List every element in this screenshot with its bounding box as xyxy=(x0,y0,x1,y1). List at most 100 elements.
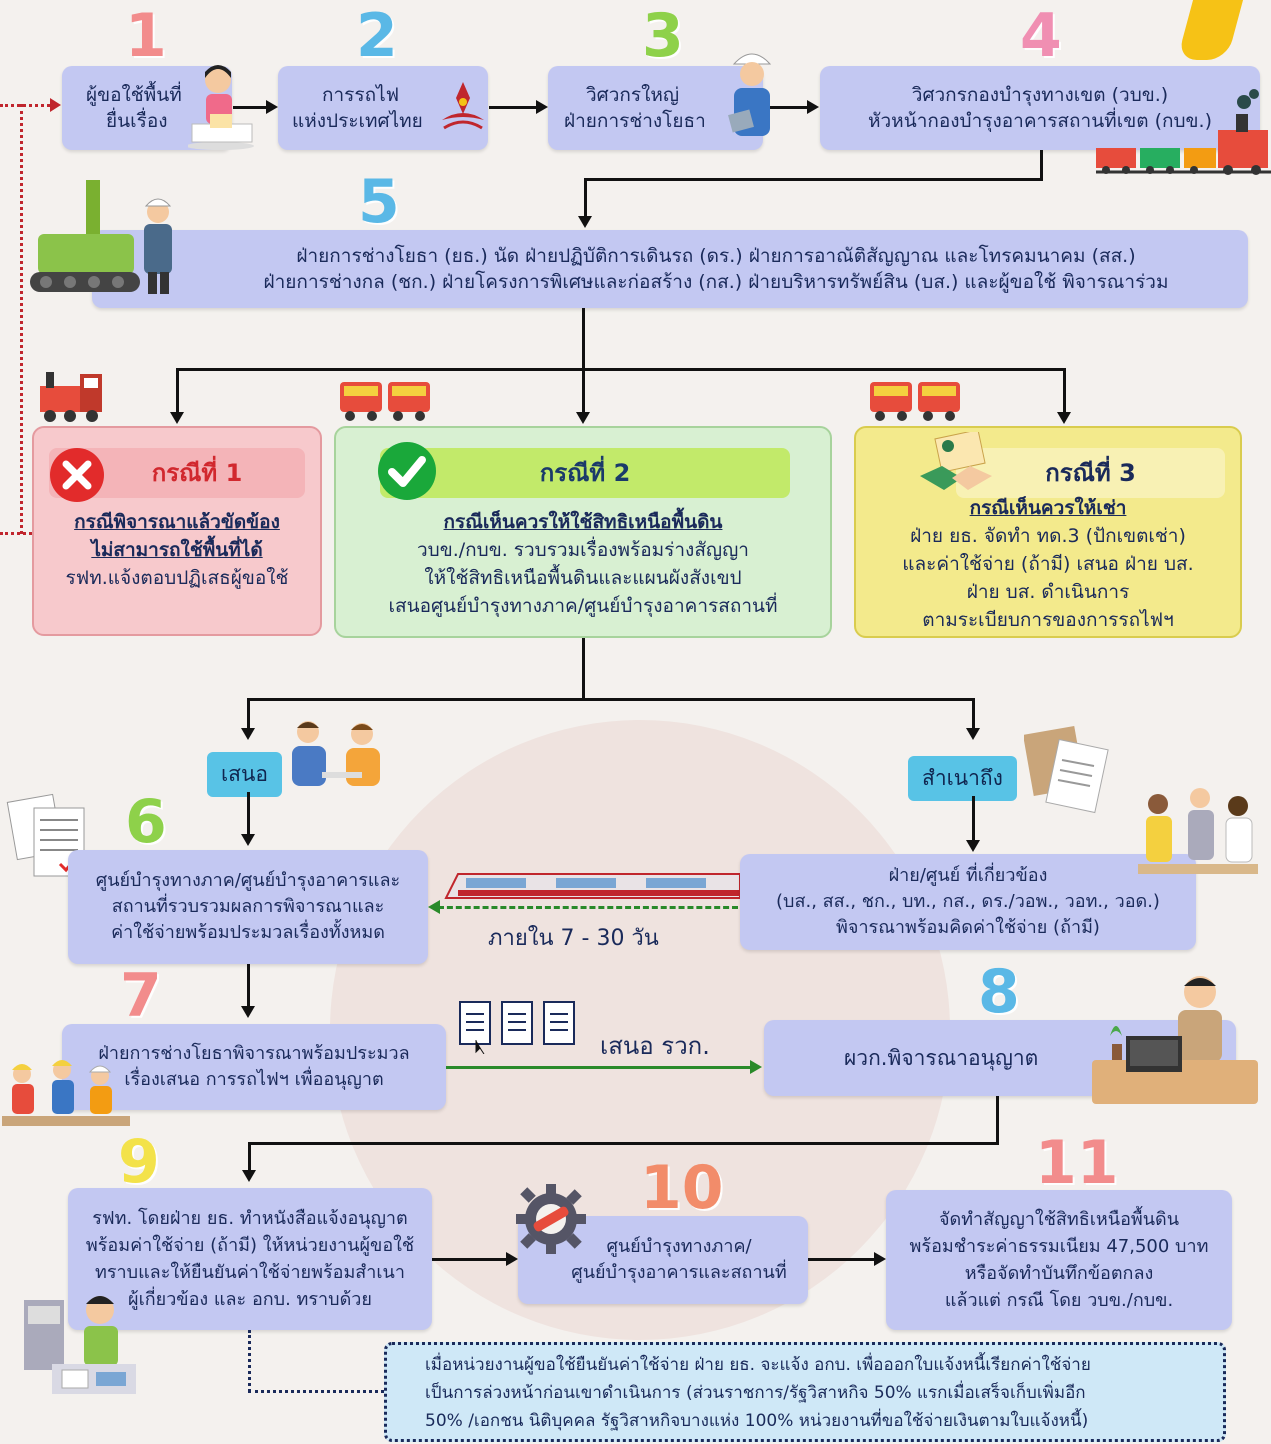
note-dotted-connector-v xyxy=(248,1330,251,1392)
step9-line2: พร้อมค่าใช้จ่าย (ถ้ามี) ให้หน่วยงานผู้ขอ… xyxy=(85,1235,415,1256)
days-label: ภายใน 7 - 30 วัน xyxy=(488,926,659,951)
related-departments-box: ฝ่าย/ศูนย์ ที่เกี่ยวข้อง (บส., สส., ชก.,… xyxy=(740,854,1196,950)
case3-line2: และค่าใช้จ่าย (ถ้ามี) เสนอ ฝ่าย บส. xyxy=(902,553,1194,575)
step1-line1: ผู้ขอใช้พื้นที่ xyxy=(86,84,182,106)
reject-feedback-line-bottom xyxy=(0,532,32,535)
propose-rwk-label: เสนอ รวก. xyxy=(600,1032,710,1060)
step6-box: ศูนย์บำรุงทางภาค/ศูนย์บำรุงอาคารและ สถาน… xyxy=(68,850,428,964)
yellow-corner-shape xyxy=(1176,0,1244,60)
check-icon xyxy=(376,440,438,510)
case3-box: กรณีที่ 3 กรณีเห็นควรให้เช่า ฝ่าย ยธ. จั… xyxy=(854,426,1242,638)
step4-line1: วิศวกรกองบำรุงทางเขต (วบข.) xyxy=(911,84,1169,106)
case3-body: กรณีเห็นควรให้เช่า ฝ่าย ยธ. จัดทำ ทด.3 (… xyxy=(866,494,1230,634)
arrowhead-2-3 xyxy=(536,100,548,114)
step4-box: วิศวกรกองบำรุงทางเขต (วบข.) หัวหน้ากองบำ… xyxy=(820,66,1260,150)
step11-line2: พร้อมชำระค่าธรรมเนียม 47,500 บาท xyxy=(909,1236,1209,1257)
locomotive-icon xyxy=(36,366,106,428)
propose-label: เสนอ xyxy=(207,752,282,797)
train-cars-icon-case2 xyxy=(338,376,434,428)
case3-title: กรณีที่ 3 xyxy=(1045,459,1136,487)
arrowhead-step6 xyxy=(241,834,255,846)
reject-arrowhead xyxy=(50,98,61,112)
gear-wrench-icon xyxy=(512,1180,590,1262)
step8-line1: ผวก.พิจารณาอนุญาต xyxy=(844,1046,1039,1070)
steam-train-icon xyxy=(1096,86,1271,182)
case1-box: กรณีที่ 1 กรณีพิจารณาแล้วขัดข้อง ไม่สามา… xyxy=(32,426,322,636)
arrow-2-3 xyxy=(489,106,537,109)
connector-8-9-v2 xyxy=(248,1142,251,1172)
executive-at-desk-icon xyxy=(1086,966,1262,1126)
step-number-8: 8 xyxy=(978,957,1020,1027)
envelope-documents-icon xyxy=(1023,720,1110,820)
case2-line2: ให้ใช้สิทธิเหนือพื้นดินและแผนผังสังเขป xyxy=(424,567,742,589)
step-number-11: 11 xyxy=(1035,1128,1119,1198)
workers-planning-icon xyxy=(0,1054,132,1136)
connector-8-9-h xyxy=(248,1142,999,1145)
step7-box: ฝ่ายการช่างโยธาพิจารณาพร้อมประมวล เรื่อง… xyxy=(62,1024,446,1110)
case2-line1: วบข./กบข. รวบรวมเรื่องพร้อมร่างสัญญา xyxy=(417,539,749,561)
connector-8-9-v xyxy=(996,1096,999,1144)
case3-line3: ฝ่าย บส. ดำเนินการ xyxy=(966,581,1130,603)
step9-line1: รฟท. โดยฝ่าย ยธ. ทำหนังสือแจ้งอนุญาต xyxy=(92,1208,408,1229)
split-middle xyxy=(582,368,585,414)
step7-line2: เรื่องเสนอ การรถไฟฯ เพื่ออนุญาต xyxy=(124,1069,384,1090)
return-dashed-arrow xyxy=(438,906,738,909)
case1-text: รฟท.แจ้งตอบปฏิเสธผู้ขอใช้ xyxy=(65,567,289,589)
arrowhead-case1 xyxy=(170,412,184,424)
arrowhead-propose xyxy=(241,728,255,740)
connector-4-5-v2 xyxy=(584,178,587,216)
note-line1: เมื่อหน่วยงานผู้ขอใช้ยืนยันค่าใช้จ่าย ฝ่… xyxy=(425,1355,1091,1375)
arrowhead-3-4 xyxy=(807,100,819,114)
case1-heading-1: กรณีพิจารณาแล้วขัดข้อง xyxy=(74,511,280,533)
person-with-document-icon xyxy=(186,58,258,154)
reject-x-icon xyxy=(48,446,106,512)
reject-feedback-line xyxy=(0,104,50,107)
propose-down-2 xyxy=(247,792,250,836)
step2-line1: การรถไฟ xyxy=(322,84,400,106)
reject-feedback-line-vertical xyxy=(20,104,23,534)
drilling-machine-icon xyxy=(20,176,190,306)
connector-6-7 xyxy=(247,964,250,1008)
step3-line2: ฝ่ายการช่างโยธา xyxy=(564,110,706,132)
note-line3: 50% /เอกชน นิติบุคคล รัฐวิสาหกิจบางแห่ง … xyxy=(425,1411,1089,1431)
arrowhead-copy xyxy=(966,728,980,740)
arrowhead-1-2 xyxy=(266,100,278,114)
arrow-3-4 xyxy=(770,106,808,109)
split-horizontal xyxy=(176,368,1066,371)
case3-header: กรณีที่ 3 xyxy=(956,448,1225,498)
related-line1: ฝ่าย/ศูนย์ ที่เกี่ยวข้อง xyxy=(888,865,1048,886)
copy-down-1 xyxy=(972,698,975,730)
step11-box: จัดทำสัญญาใช้สิทธิเหนือพื้นดิน พร้อมชำระ… xyxy=(886,1190,1232,1330)
arrowhead-case3 xyxy=(1057,412,1071,424)
related-line3: พิจารณาพร้อมคิดค่าใช้จ่าย (ถ้ามี) xyxy=(836,917,1100,938)
handshake-contract-icon xyxy=(918,429,994,508)
case3-line1: ฝ่าย ยธ. จัดทำ ทด.3 (ปักเขตเช่า) xyxy=(910,525,1186,547)
step6-line1: ศูนย์บำรุงทางภาค/ศูนย์บำรุงอาคารและ xyxy=(95,870,401,891)
step9-line3: ทราบและให้ยืนยันค่าใช้จ่ายพร้อมสำเนา xyxy=(95,1262,405,1283)
step5-line1: ฝ่ายการช่างโยธา (ยธ.) นัด ฝ่ายปฏิบัติการ… xyxy=(296,245,1136,267)
engineer-with-tablet-icon xyxy=(722,42,782,156)
step5-box: ฝ่ายการช่างโยธา (ยธ.) นัด ฝ่ายปฏิบัติการ… xyxy=(92,230,1248,308)
step6-line2: สถานที่รวบรวมผลการพิจารณาและ xyxy=(111,896,385,917)
arrowhead-step8 xyxy=(750,1060,762,1074)
srt-emblem-icon xyxy=(440,80,486,142)
arrowhead-related xyxy=(966,840,980,852)
train-cars-icon-case3 xyxy=(868,376,964,428)
case1-heading-2: ไม่สามารถใช้พื้นที่ได้ xyxy=(91,539,263,561)
meeting-people-icon xyxy=(282,716,392,796)
step3-box: วิศวกรใหญ่ ฝ่ายการช่างโยธา xyxy=(548,66,763,150)
step10-line2: ศูนย์บำรุงอาคารและสถานที่ xyxy=(571,1262,787,1283)
step3-line1: วิศวกรใหญ่ xyxy=(586,84,680,106)
arrow-7-8 xyxy=(446,1066,752,1069)
case1-body: กรณีพิจารณาแล้วขัดข้อง ไม่สามารถใช้พื้นท… xyxy=(44,508,310,592)
step-number-6: 6 xyxy=(125,787,167,857)
step5-line2: ฝ่ายการช่างกล (ชก.) ฝ่ายโครงการพิเศษและก… xyxy=(263,271,1169,293)
arrowhead-5 xyxy=(578,216,592,228)
case2-title: กรณีที่ 2 xyxy=(539,459,631,487)
step10-line1: ศูนย์บำรุงทางภาค/ xyxy=(606,1236,752,1257)
split-left xyxy=(176,368,179,414)
split-trunk xyxy=(582,308,585,370)
propose-down-1 xyxy=(247,698,250,730)
step-number-1: 1 xyxy=(125,1,167,71)
arrowhead-step10 xyxy=(506,1252,518,1266)
